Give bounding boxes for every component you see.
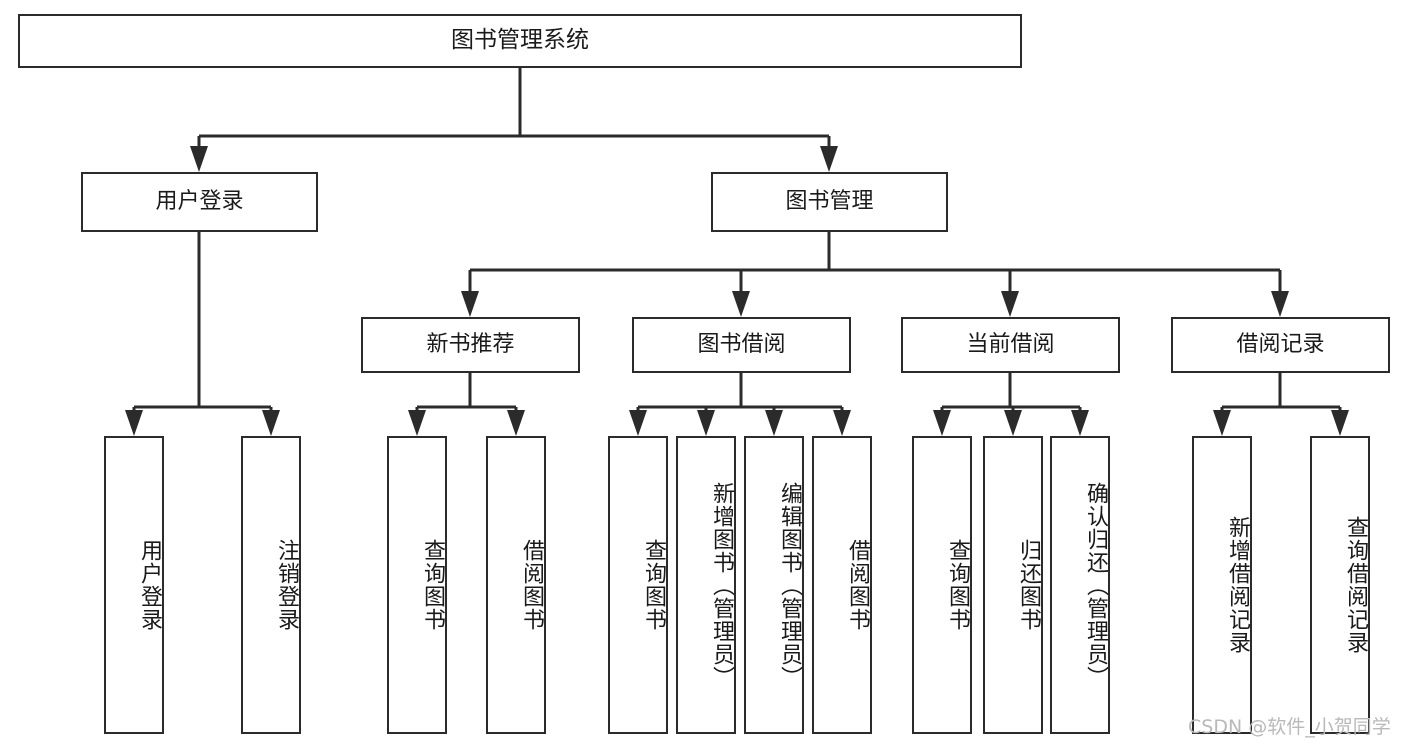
- node-leaf-add-record-label: 新增借阅记录: [1225, 516, 1250, 654]
- node-user-login-label: 用户登录: [155, 189, 244, 215]
- node-leaf-query-record-label: 查询借阅记录: [1343, 516, 1368, 654]
- node-leaf-return-book[interactable]: 归还图书: [983, 436, 1043, 734]
- node-leaf-borrow-book-1[interactable]: 借阅图书: [486, 436, 546, 734]
- node-root-label: 图书管理系统: [451, 27, 589, 54]
- node-leaf-borrow-book-1-label: 借阅图书: [519, 539, 544, 631]
- node-leaf-query-book-1-label: 查询图书: [420, 539, 445, 631]
- node-user-login[interactable]: 用户登录: [81, 172, 318, 232]
- node-leaf-user-logout-label: 注销登录: [274, 539, 299, 631]
- node-leaf-query-book-2-label: 查询图书: [641, 539, 666, 631]
- node-leaf-query-record[interactable]: 查询借阅记录: [1310, 436, 1370, 734]
- node-leaf-confirm-return[interactable]: 确认归还（管理员）: [1050, 436, 1110, 734]
- node-leaf-return-book-label: 归还图书: [1016, 539, 1041, 631]
- node-new-book-rec[interactable]: 新书推荐: [361, 317, 580, 373]
- node-book-manage-label: 图书管理: [785, 189, 874, 215]
- node-current-borrow[interactable]: 当前借阅: [901, 317, 1120, 373]
- node-borrow-record[interactable]: 借阅记录: [1171, 317, 1390, 373]
- node-root[interactable]: 图书管理系统: [18, 14, 1022, 68]
- node-leaf-user-logout[interactable]: 注销登录: [241, 436, 301, 734]
- node-leaf-query-book-2[interactable]: 查询图书: [608, 436, 668, 734]
- node-borrow-record-label: 借阅记录: [1236, 332, 1325, 358]
- node-leaf-borrow-book-2[interactable]: 借阅图书: [812, 436, 872, 734]
- node-leaf-add-book[interactable]: 新增图书（管理员）: [676, 436, 736, 734]
- node-leaf-edit-book-label: 编辑图书（管理员）: [777, 481, 802, 689]
- node-leaf-user-login[interactable]: 用户登录: [104, 436, 164, 734]
- watermark-text: CSDN @软件_小贺同学: [1188, 716, 1391, 738]
- node-leaf-add-book-label: 新增图书（管理员）: [709, 481, 734, 689]
- node-current-borrow-label: 当前借阅: [966, 332, 1055, 358]
- node-leaf-query-book-3[interactable]: 查询图书: [912, 436, 972, 734]
- node-leaf-edit-book[interactable]: 编辑图书（管理员）: [744, 436, 804, 734]
- node-leaf-user-login-label: 用户登录: [137, 539, 162, 631]
- node-leaf-add-record[interactable]: 新增借阅记录: [1192, 436, 1252, 734]
- node-leaf-confirm-return-label: 确认归还（管理员）: [1083, 481, 1108, 689]
- node-book-manage[interactable]: 图书管理: [711, 172, 948, 232]
- node-leaf-query-book-3-label: 查询图书: [945, 539, 970, 631]
- node-leaf-query-book-1[interactable]: 查询图书: [387, 436, 447, 734]
- node-book-borrow-label: 图书借阅: [697, 332, 786, 358]
- node-new-book-rec-label: 新书推荐: [426, 332, 515, 358]
- node-leaf-borrow-book-2-label: 借阅图书: [845, 539, 870, 631]
- node-book-borrow[interactable]: 图书借阅: [632, 317, 851, 373]
